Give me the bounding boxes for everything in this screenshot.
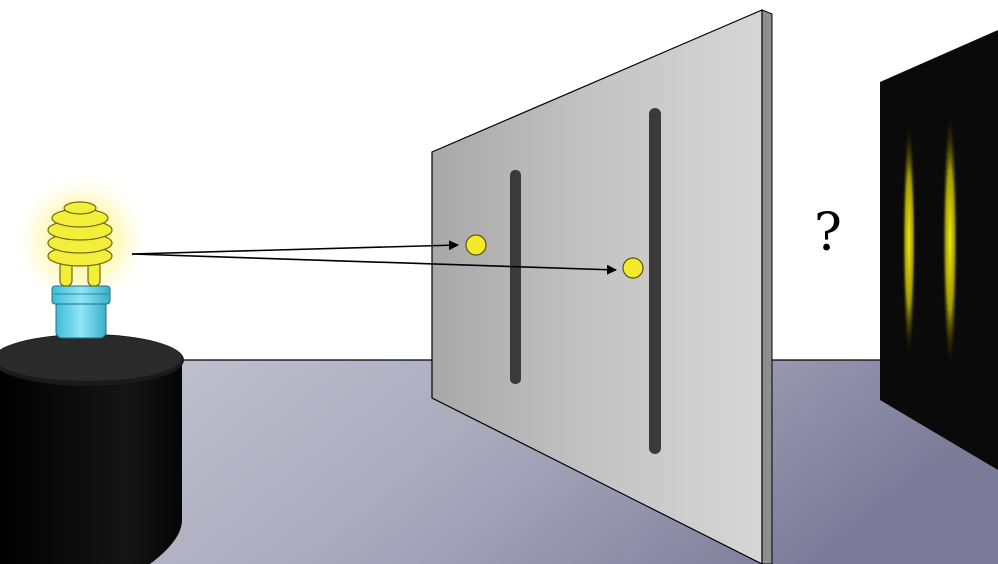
arrow-lower — [131, 253, 617, 275]
question-mark-label: ? — [814, 203, 842, 263]
particle-lower — [622, 257, 644, 279]
bulb-stand — [0, 334, 184, 564]
slit-left — [510, 170, 521, 384]
slit-right — [649, 108, 661, 454]
particle-paths — [131, 234, 644, 279]
particle-upper — [465, 234, 487, 256]
screen-band-left — [902, 122, 916, 358]
screen-band-right — [942, 112, 958, 368]
arrow-upper — [131, 240, 459, 255]
detector-screen — [880, 30, 998, 470]
light-bulb-icon — [12, 170, 152, 339]
slit-barrier — [431, 9, 773, 564]
